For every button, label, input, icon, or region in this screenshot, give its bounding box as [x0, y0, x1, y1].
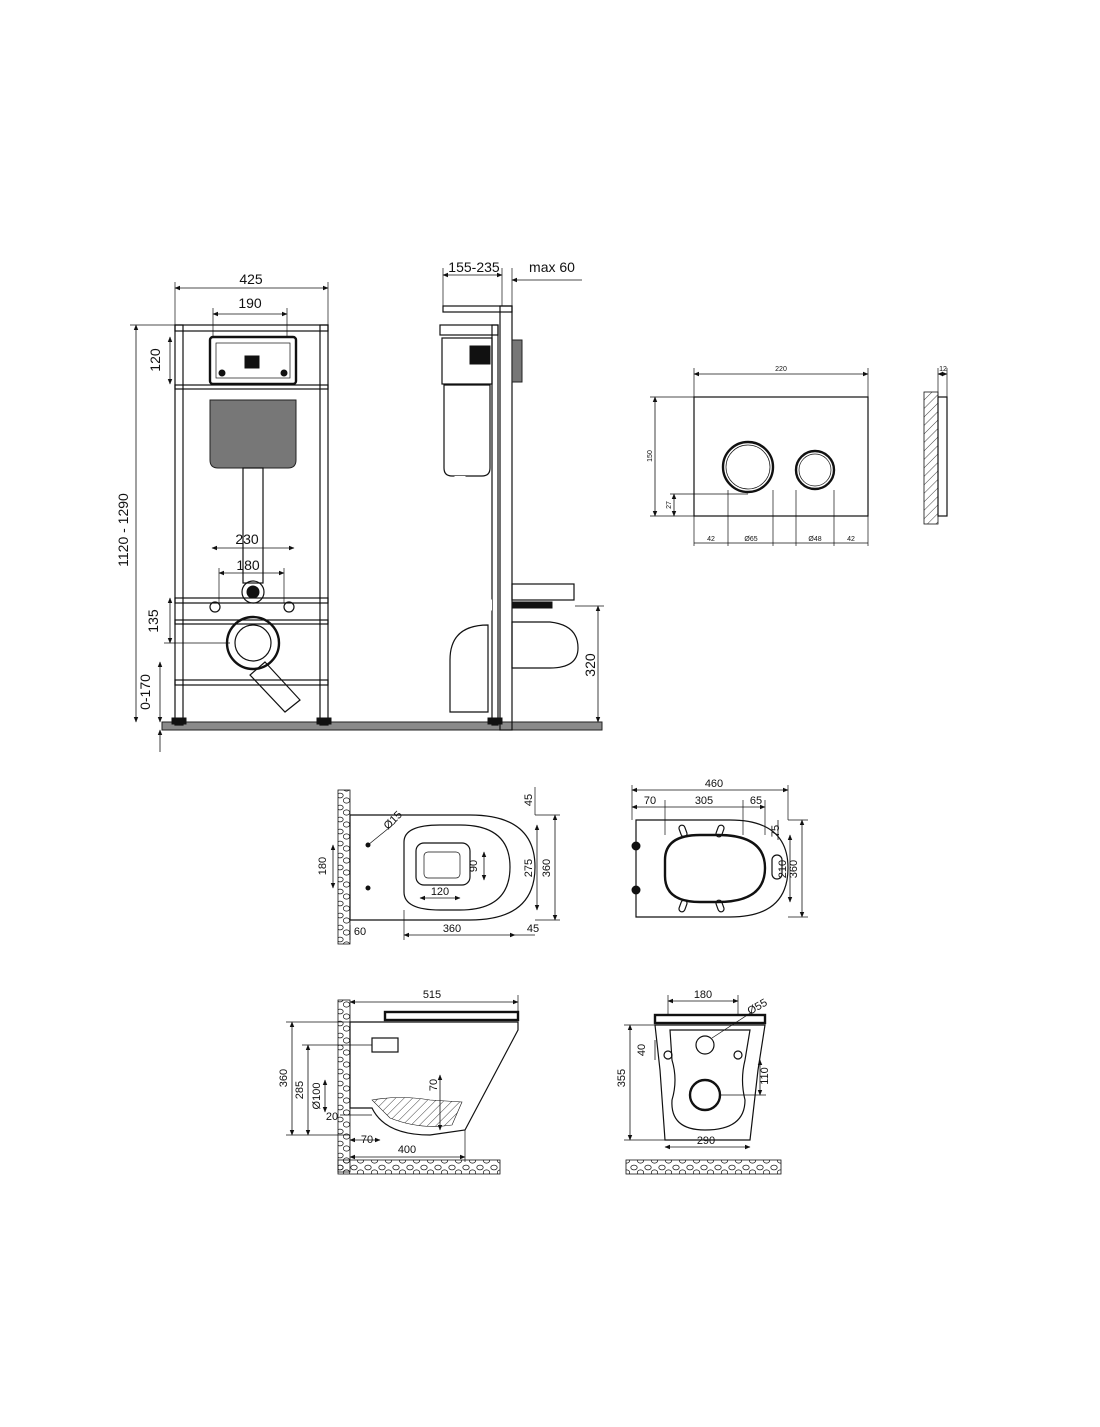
flush-plate: 220 150 27 42 Ø65 Ø48 42 12 — [647, 366, 948, 546]
dim-margin-right: 42 — [847, 536, 855, 543]
dim-back-height: 355 — [616, 1069, 628, 1087]
dim-stud-inner: 180 — [236, 557, 260, 573]
dim-side-base: 20 — [326, 1111, 338, 1123]
dim-rim-inner: 120 — [431, 886, 449, 898]
dim-margin-left: 42 — [707, 536, 715, 543]
dim-bowl-bolt: 180 — [317, 857, 329, 875]
dim-seat-middle: 305 — [695, 795, 713, 807]
dim-plate-thickness: 12 — [939, 366, 947, 373]
dim-seat-right: 65 — [750, 795, 762, 807]
dim-wall-offset: 60 — [354, 926, 366, 938]
dim-back-lower: 110 — [759, 1067, 771, 1085]
dim-front-gap: 45 — [527, 923, 539, 935]
dim-side-height: 360 — [278, 1069, 290, 1087]
dim-back-upper: 40 — [636, 1044, 648, 1056]
dim-back-width: 290 — [697, 1135, 715, 1147]
dim-stud-outer: 230 — [235, 531, 259, 547]
dim-seat-inner: 210 — [777, 860, 789, 878]
dim-adjust: 0-170 — [137, 674, 153, 710]
dim-side-trap: 70 — [428, 1079, 440, 1091]
dim-inner-width: 275 — [523, 859, 535, 877]
dim-wall: max 60 — [529, 259, 575, 275]
dim-plate-height: 120 — [147, 348, 163, 372]
dim-side-outlet: Ø100 — [311, 1083, 323, 1110]
dim-button-offset: 27 — [666, 501, 673, 509]
bowl-top-view: Ø15 180 120 90 60 360 45 45 275 360 — [317, 787, 560, 945]
dim-seat-width: 460 — [705, 778, 723, 790]
dim-side-foot: 70 — [361, 1134, 373, 1146]
dim-side-floor: 400 — [398, 1144, 416, 1156]
dim-frame-width: 425 — [239, 271, 263, 287]
bowl-back-view: 180 Ø55 40 355 110 290 — [616, 989, 782, 1175]
dim-outlet-height: 320 — [582, 653, 598, 677]
bowl-side-view: 515 360 285 Ø100 20 70 70 400 — [278, 989, 520, 1175]
seat-top-view: 460 70 305 65 75 210 360 — [631, 778, 808, 918]
dim-total-height: 1120 - 1290 — [115, 493, 131, 567]
dim-back-bolt: 180 — [694, 989, 712, 1001]
dim-seat-left: 70 — [644, 795, 656, 807]
dim-rim-depth: 90 — [468, 860, 480, 872]
dim-hole-diameter: Ø15 — [382, 809, 405, 832]
dim-plate-width: 190 — [238, 295, 262, 311]
dim-side-inner: 285 — [294, 1081, 306, 1099]
dim-stud-height: 135 — [145, 609, 161, 633]
dim-plate-w: 220 — [775, 366, 787, 373]
dim-back-gap: 45 — [523, 794, 535, 806]
dim-bowl-length: 360 — [443, 923, 461, 935]
dim-button-large: Ø65 — [744, 536, 757, 543]
dim-button-small: Ø48 — [808, 536, 821, 543]
frame-side-view: 155-235 max 60 320 — [439, 259, 604, 731]
dim-seat-height: 360 — [788, 860, 800, 878]
dim-frame-depth: 155-235 — [448, 259, 500, 275]
dim-bowl-width: 360 — [541, 859, 553, 877]
frame-front-view: 425 190 120 1120 - 1290 230 180 135 0-17… — [115, 271, 603, 752]
dim-side-length: 515 — [423, 989, 441, 1001]
dim-seat-top: 75 — [770, 825, 782, 837]
dim-plate-h: 150 — [647, 450, 654, 462]
